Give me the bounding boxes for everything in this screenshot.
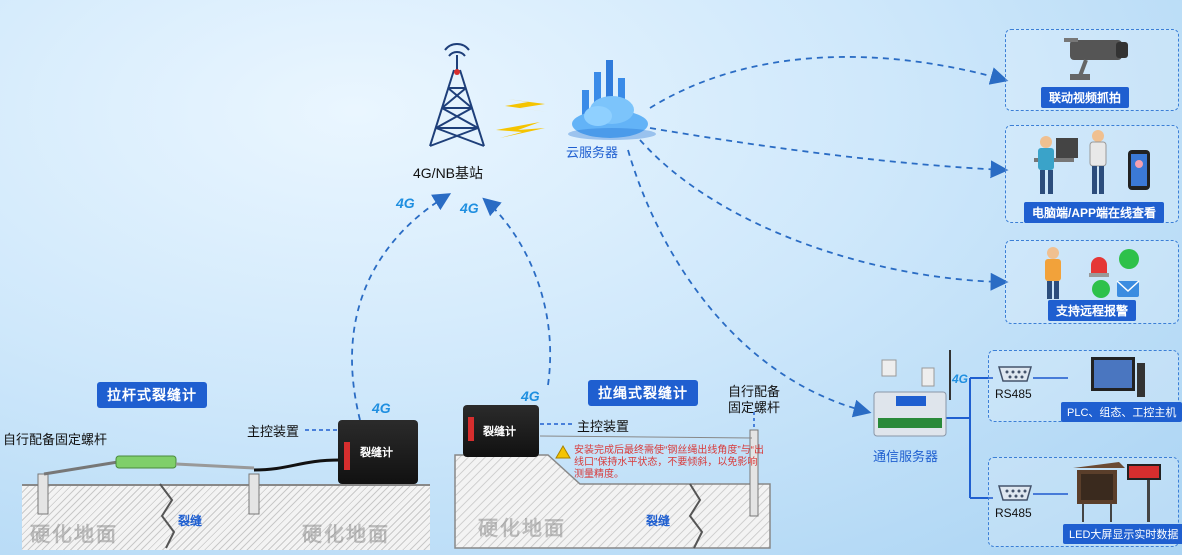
video-caption: 联动视频抓拍 — [1041, 87, 1130, 108]
4g-badge: 4G — [396, 195, 415, 211]
left-meter-title: 拉杆式裂缝计 — [97, 382, 207, 408]
cloud-label: 云服务器 — [566, 145, 619, 160]
ground-text: 硬化地面 — [30, 524, 118, 546]
cloud-to-online — [649, 127, 1009, 179]
4g-badge: 4G — [460, 200, 479, 216]
people-computer-icon — [1034, 130, 1150, 194]
alarm-caption: 支持远程报警 — [1048, 300, 1137, 321]
cloud-to-video — [649, 56, 1009, 109]
right-bolt-label-2: 固定螺杆 — [728, 400, 781, 415]
right-main-device: 裂缝计 — [463, 405, 539, 457]
alarm-panel: 支持远程报警 — [1005, 240, 1179, 324]
ground-text: 硬化地面 — [478, 518, 566, 540]
4g-badge: 4G — [521, 388, 540, 404]
right-meter-title: 拉绳式裂缝计 — [588, 380, 698, 406]
serial-port-icon — [998, 366, 1032, 382]
tower-icon — [429, 43, 485, 147]
led-panel: RS485 LED大屏显示实时数据 — [988, 457, 1182, 547]
plc-caption: PLC、组态、工控主机 — [1061, 402, 1182, 422]
serial-port-icon — [998, 485, 1032, 501]
plc-port-label: RS485 — [995, 387, 1032, 401]
cloud-to-comm — [627, 149, 872, 418]
alarm-icon — [1045, 247, 1140, 299]
online-caption: 电脑端/APP端在线查看 — [1024, 202, 1165, 223]
left-main-device: 裂缝计 — [338, 420, 418, 484]
video-panel: 联动视频抓拍 — [1005, 29, 1179, 111]
led-screen-icon — [1073, 462, 1161, 522]
right-main-device-label: 主控装置 — [577, 419, 630, 434]
left-ground — [22, 484, 430, 550]
camera-icon — [1064, 38, 1128, 80]
installation-note: 安装完成后最终需使“钢丝绳出线角度”与“出线口”保持水平状态，不要倾斜，以免影响… — [574, 445, 764, 480]
crack-label: 裂缝 — [178, 514, 203, 528]
4g-badge: 4G — [952, 372, 969, 386]
led-caption: LED大屏显示实时数据 — [1063, 524, 1182, 544]
right-bolt-label-1: 自行配备 — [728, 384, 781, 399]
uplink-right — [482, 197, 552, 386]
left-main-device-label: 主控装置 — [247, 424, 300, 439]
plc-panel: RS485 PLC、组态、工控主机 — [988, 350, 1182, 422]
uplink-left — [351, 193, 452, 421]
tower-label: 4G/NB基站 — [413, 165, 484, 181]
4g-badge: 4G — [372, 400, 391, 416]
comm-server-label: 通信服务器 — [873, 449, 939, 464]
monitor-icon — [1091, 357, 1145, 397]
comm-server-icon — [873, 350, 951, 437]
online-panel: 电脑端/APP端在线查看 — [1005, 125, 1179, 223]
ground-text: 硬化地面 — [302, 524, 390, 546]
led-port-label: RS485 — [995, 506, 1032, 520]
crack-label: 裂缝 — [646, 514, 671, 528]
left-bolt-label: 自行配备固定螺杆 — [3, 432, 108, 447]
cloud-icon — [568, 60, 656, 140]
